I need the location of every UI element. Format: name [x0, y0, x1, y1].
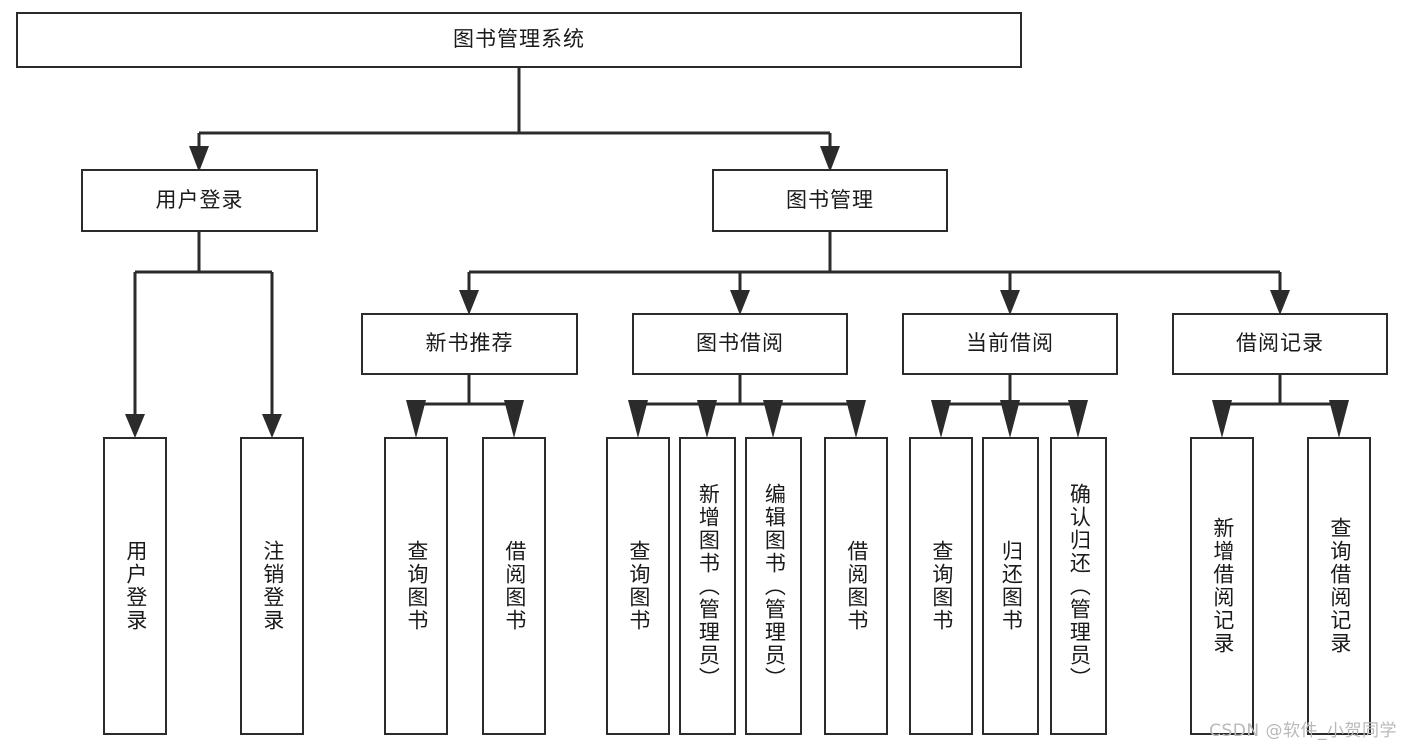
node-book-borrow[interactable]: 图书借阅	[632, 313, 848, 375]
node-book-management[interactable]: 图书管理	[712, 169, 948, 232]
node-new-book-recommend[interactable]: 新书推荐	[361, 313, 578, 375]
arrowhead-leaf-1	[125, 414, 145, 438]
leaf-borrow-book-newbook[interactable]: 借阅图书	[482, 437, 546, 735]
leaf-user-login[interactable]: 用户登录	[103, 437, 167, 735]
node-user-login[interactable]: 用户登录	[81, 169, 318, 232]
arrowhead-leaf-9	[931, 400, 951, 438]
leaf-logout[interactable]: 注销登录	[240, 437, 304, 735]
arrowhead-leaf-7	[763, 400, 783, 438]
leaf-return-book[interactable]: 归还图书	[982, 437, 1039, 735]
arrowhead-user-login	[189, 146, 209, 172]
arrowhead-leaf-13	[1329, 400, 1349, 438]
arrowhead-leaf-4	[504, 400, 524, 438]
arrowhead-borrow	[730, 290, 750, 315]
arrowhead-leaf-11	[1068, 400, 1088, 438]
leaf-query-book-borrow[interactable]: 查询图书	[606, 437, 670, 735]
leaf-query-book-current[interactable]: 查询图书	[909, 437, 973, 735]
leaf-add-book-admin[interactable]: 新增图书（管理员）	[679, 437, 736, 735]
arrowheads	[125, 146, 1349, 438]
arrowhead-leaf-5	[628, 400, 648, 438]
arrowhead-leaf-8	[846, 400, 866, 438]
leaf-borrow-book-borrow[interactable]: 借阅图书	[824, 437, 888, 735]
node-borrow-record[interactable]: 借阅记录	[1172, 313, 1388, 375]
arrowhead-leaf-12	[1212, 400, 1232, 438]
node-root-system[interactable]: 图书管理系统	[16, 12, 1022, 68]
leaf-query-borrow-record[interactable]: 查询借阅记录	[1307, 437, 1371, 735]
arrowhead-leaf-10	[1000, 400, 1020, 438]
leaf-confirm-return-admin[interactable]: 确认归还（管理员）	[1050, 437, 1107, 735]
arrowhead-current	[1000, 290, 1020, 315]
arrowhead-record	[1270, 290, 1290, 315]
arrowhead-leaf-2	[262, 414, 282, 438]
leaf-add-borrow-record[interactable]: 新增借阅记录	[1190, 437, 1254, 735]
node-current-borrow[interactable]: 当前借阅	[902, 313, 1118, 375]
arrowhead-leaf-6	[697, 400, 717, 438]
leaf-query-book-newbook[interactable]: 查询图书	[384, 437, 448, 735]
arrowhead-book-manage	[820, 146, 840, 172]
arrowhead-leaf-3	[406, 400, 426, 438]
arrowhead-newbook	[459, 290, 479, 315]
leaf-edit-book-admin[interactable]: 编辑图书（管理员）	[745, 437, 802, 735]
